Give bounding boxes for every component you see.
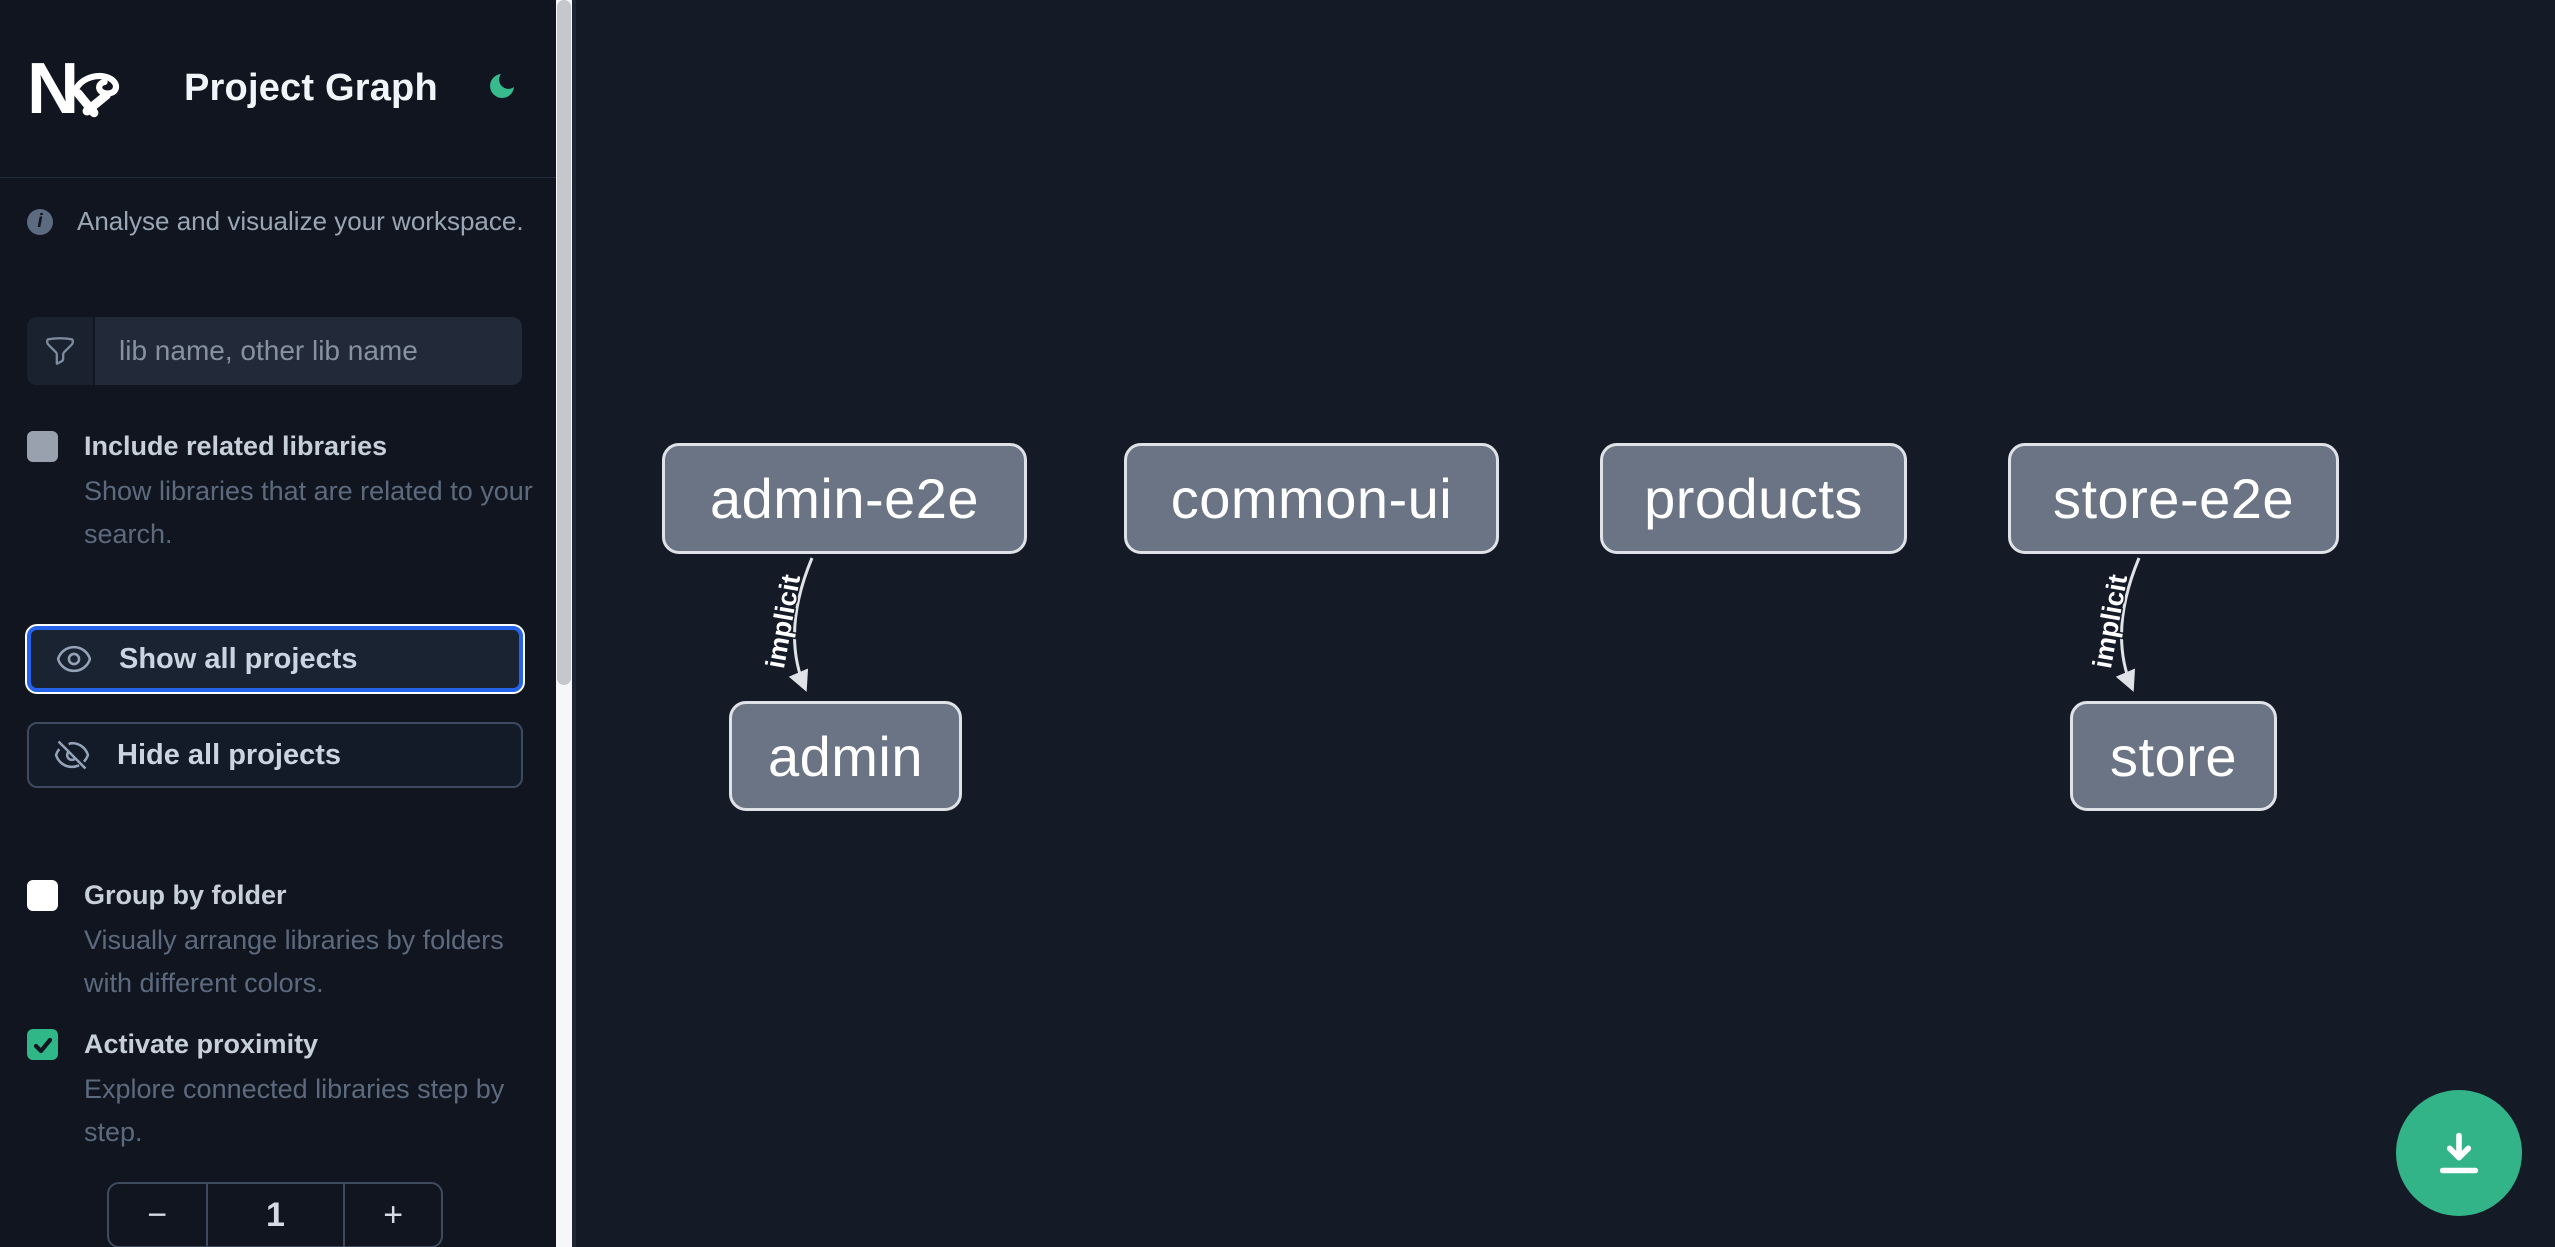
- activate-proximity-checkbox[interactable]: [27, 1029, 58, 1060]
- nx-logo: N: [27, 55, 120, 123]
- eye-off-icon: [54, 740, 90, 770]
- group-by-folder-description: Visually arrange libraries by folders wi…: [84, 925, 504, 998]
- workspace-tagline: Analyse and visualize your workspace.: [77, 206, 524, 236]
- activate-proximity-description: Explore connected libraries step by step…: [84, 1074, 505, 1147]
- project-node-common-ui[interactable]: common-ui: [1124, 443, 1499, 554]
- project-node-products[interactable]: products: [1600, 443, 1907, 554]
- group-by-folder-checkbox[interactable]: [27, 880, 58, 911]
- activate-proximity-label[interactable]: Activate proximity: [84, 1029, 319, 1059]
- workspace-info-row: i Analyse and visualize your workspace.: [27, 206, 539, 237]
- project-node-admin[interactable]: admin: [729, 701, 962, 811]
- decrement-button[interactable]: −: [109, 1184, 208, 1246]
- hide-all-projects-label: Hide all projects: [117, 738, 342, 771]
- proximity-depth-stepper: − 1 +: [107, 1182, 443, 1247]
- group-by-folder-label[interactable]: Group by folder: [84, 880, 287, 910]
- proximity-depth-value[interactable]: 1: [266, 1195, 285, 1234]
- sidebar-scrollbar-track[interactable]: [556, 0, 572, 1247]
- download-graph-button[interactable]: [2396, 1090, 2522, 1216]
- hide-all-projects-button[interactable]: Hide all projects: [27, 722, 523, 788]
- graph-canvas[interactable]: [576, 0, 2555, 1247]
- include-related-toggle: Include related libraries Show libraries…: [27, 429, 539, 556]
- group-by-folder-toggle: Group by folder Visually arrange librari…: [27, 878, 539, 1005]
- include-related-checkbox[interactable]: [27, 431, 58, 462]
- project-node-store-e2e[interactable]: store-e2e: [2008, 443, 2339, 554]
- info-icon: i: [27, 208, 53, 235]
- project-filter-box: [27, 317, 522, 385]
- sidebar: N Project Graph i Analyse and visualize …: [0, 0, 572, 1247]
- svg-text:N: N: [27, 55, 79, 123]
- sidebar-content: i Analyse and visualize your workspace. …: [0, 206, 572, 1247]
- page-title: Project Graph: [184, 67, 438, 109]
- funnel-icon: [27, 317, 95, 385]
- sidebar-header: N Project Graph: [0, 0, 572, 178]
- download-icon: [2439, 1132, 2479, 1174]
- eye-icon: [56, 645, 92, 673]
- activate-proximity-toggle: Activate proximity Explore connected lib…: [27, 1027, 539, 1154]
- filter-projects-input[interactable]: [95, 317, 522, 385]
- theme-toggle-moon-icon[interactable]: [486, 70, 518, 102]
- sidebar-scrollbar-thumb[interactable]: [557, 0, 571, 685]
- show-all-projects-label: Show all projects: [119, 642, 358, 675]
- project-node-admin-e2e[interactable]: admin-e2e: [662, 443, 1027, 554]
- include-related-label[interactable]: Include related libraries: [84, 431, 388, 461]
- include-related-description: Show libraries that are related to your …: [84, 476, 533, 549]
- checkmark-icon: [33, 1037, 52, 1053]
- increment-button[interactable]: +: [343, 1184, 441, 1246]
- sidebar-canvas-divider: [572, 0, 576, 1247]
- project-node-store[interactable]: store: [2070, 701, 2277, 811]
- show-all-projects-button[interactable]: Show all projects: [27, 626, 523, 692]
